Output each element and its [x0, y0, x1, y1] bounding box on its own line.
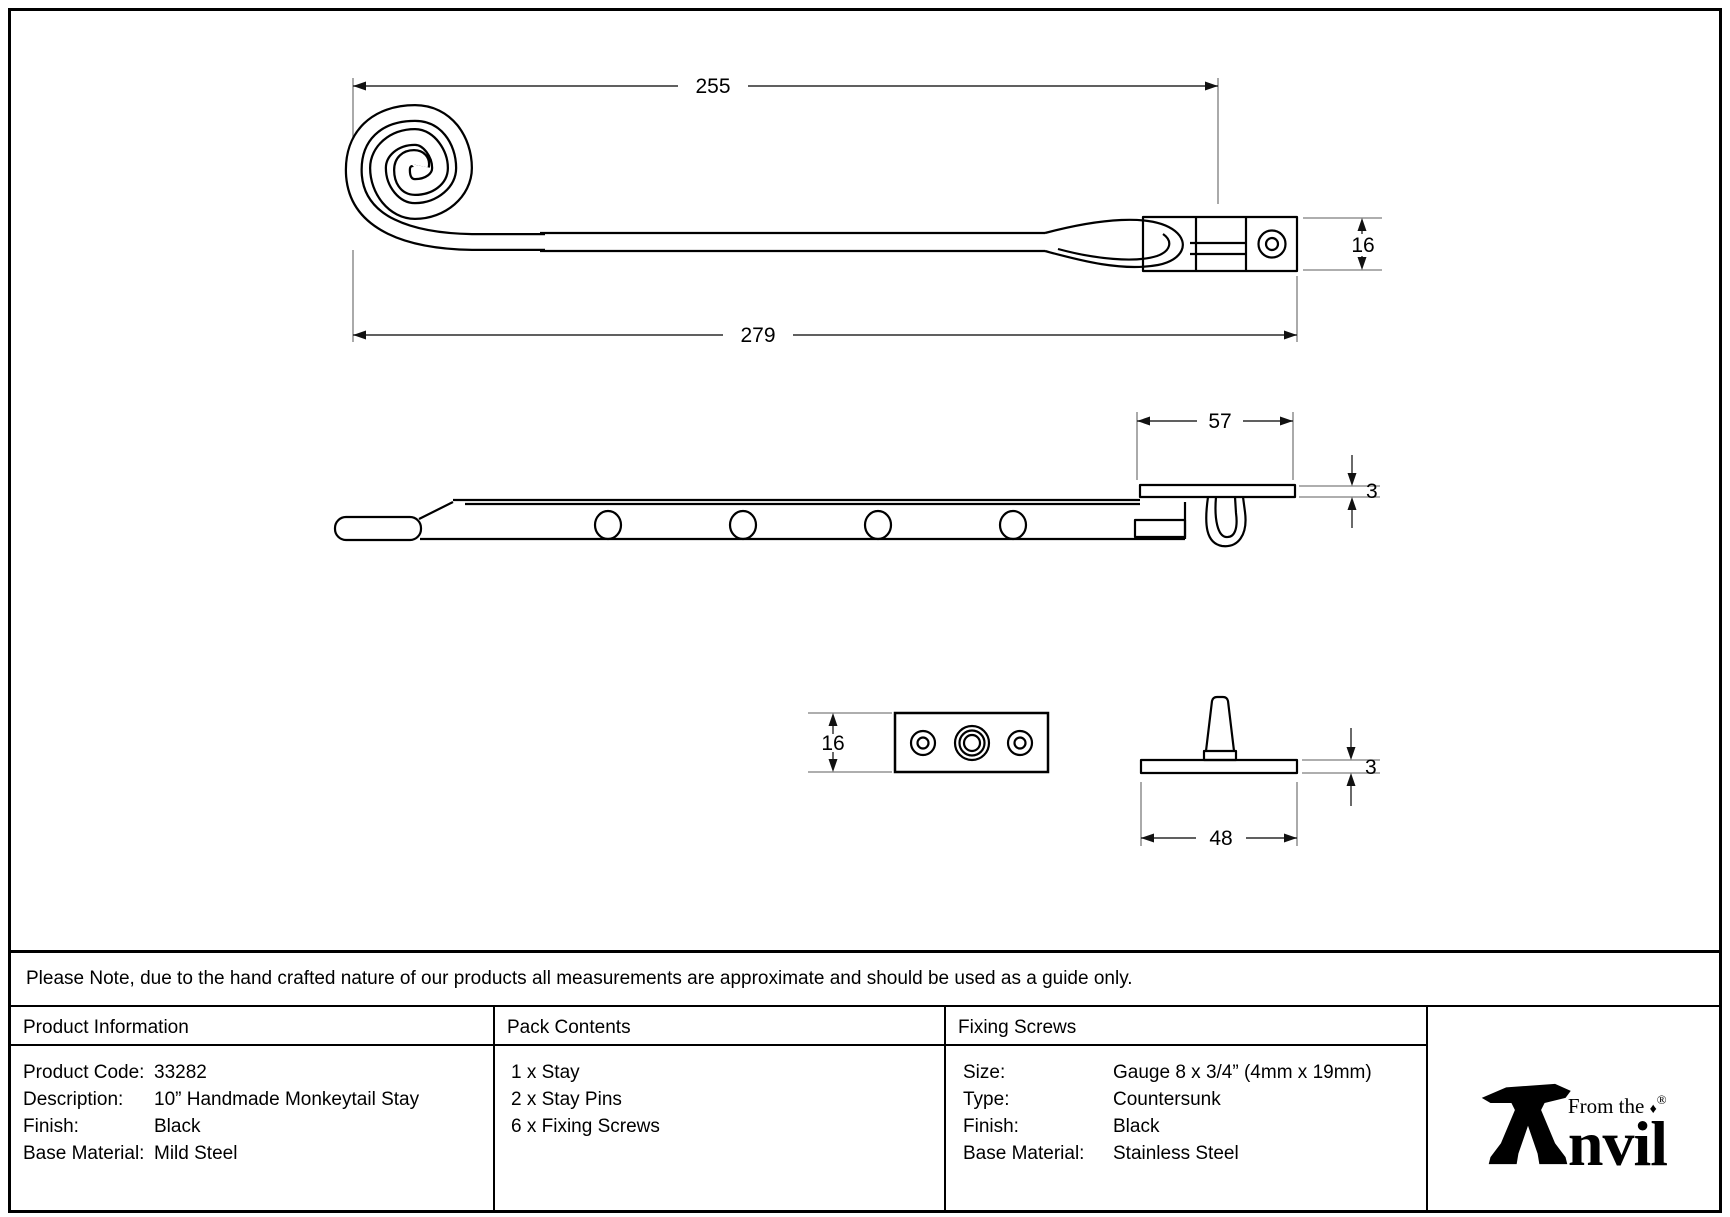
- measurement-note: Please Note, due to the hand crafted nat…: [11, 950, 1719, 1005]
- stay-eye-end: [1044, 218, 1184, 269]
- pack-item: 2 x Stay Pins: [511, 1089, 622, 1110]
- logo-from-the: From the: [1567, 1094, 1645, 1119]
- from-the-anvil-logo: From the ♦® nvil: [1480, 1079, 1668, 1180]
- row-value: Countersunk: [1113, 1089, 1221, 1110]
- pivot-block: [1141, 215, 1299, 273]
- table-row: Finish: Black: [963, 1113, 1426, 1140]
- row-value: 10” Handmade Monkeytail Stay: [154, 1089, 420, 1110]
- logo-anvil-word: nvil: [1567, 1108, 1668, 1180]
- stay-arm-topview: [540, 231, 1045, 253]
- row-label: Type:: [963, 1089, 1010, 1110]
- spec-table: Product Information Product Code: 33282 …: [11, 1005, 1719, 1210]
- brand-logo-cell: From the ♦® nvil: [1428, 1007, 1719, 1210]
- anvil-icon: [1481, 1083, 1571, 1165]
- stay-hole: [728, 509, 758, 541]
- row-label: Description:: [23, 1089, 124, 1110]
- logo-text: From the ♦® nvil: [1567, 1092, 1668, 1180]
- dim-255-label: 255: [695, 75, 730, 98]
- top-view-drawing: 255: [344, 75, 1382, 347]
- dim-48-label: 48: [1209, 827, 1232, 850]
- row-label: Finish:: [23, 1116, 79, 1137]
- row-value: Black: [1113, 1116, 1160, 1137]
- pack-contents-column: Pack Contents 1 x Stay 2 x Stay Pins 6 x…: [495, 1007, 946, 1210]
- table-row: Product Code: 33282: [23, 1059, 493, 1086]
- pack-contents-header: Pack Contents: [495, 1007, 944, 1046]
- table-row: Description: 10” Handmade Monkeytail Sta…: [23, 1086, 493, 1113]
- pack-item: 1 x Stay: [511, 1062, 580, 1083]
- hook-catch: [1205, 496, 1247, 548]
- row-value: 33282: [154, 1062, 207, 1083]
- dim-279-label: 279: [740, 324, 775, 347]
- pin-cone: [1204, 695, 1236, 752]
- table-row: Type: Countersunk: [963, 1086, 1426, 1113]
- stay-hole: [593, 509, 623, 541]
- table-row: Size: Gauge 8 x 3/4” (4mm x 19mm): [963, 1059, 1426, 1086]
- dim-16-plate-label: 16: [821, 732, 844, 755]
- row-value: Stainless Steel: [1113, 1143, 1239, 1164]
- sheet-border: [8, 8, 1722, 1213]
- row-label: Finish:: [963, 1116, 1019, 1137]
- screw-hole: [1257, 229, 1287, 259]
- product-information-header: Product Information: [11, 1007, 493, 1046]
- dim-57-label: 57: [1208, 410, 1231, 433]
- side-view-drawing: 57 3: [333, 410, 1380, 548]
- fixing-screws-header: Fixing Screws: [946, 1007, 1426, 1046]
- stay-hole: [863, 509, 893, 541]
- row-label: Base Material:: [23, 1143, 145, 1164]
- dim-16-end-label: 16: [1351, 234, 1374, 257]
- fixing-screws-column: Fixing Screws Size: Gauge 8 x 3/4” (4mm …: [946, 1007, 1428, 1210]
- row-value: Mild Steel: [154, 1143, 238, 1164]
- row-value: Gauge 8 x 3/4” (4mm x 19mm): [1113, 1062, 1372, 1083]
- stay-pin-drawing: 3 48: [1139, 695, 1380, 850]
- row-value: Black: [154, 1116, 201, 1137]
- dim-3-plate-label: 3: [1366, 480, 1378, 503]
- diamond-icon: ♦: [1649, 1102, 1657, 1118]
- row-label: Product Code:: [23, 1062, 145, 1083]
- pack-item: 6 x Fixing Screws: [511, 1116, 660, 1137]
- stay-hole: [998, 509, 1028, 541]
- keep-plate-sideview: [1138, 483, 1297, 499]
- keep-plate-drawing: 16: [808, 711, 1050, 774]
- row-label: Size:: [963, 1062, 1006, 1083]
- row-label: Base Material:: [963, 1143, 1085, 1164]
- registered-mark: ®: [1656, 1092, 1667, 1108]
- table-row: Base Material: Stainless Steel: [963, 1140, 1426, 1167]
- product-information-column: Product Information Product Code: 33282 …: [11, 1007, 495, 1210]
- monkeytail-spiral: [344, 104, 545, 251]
- handle-tip: [333, 515, 423, 542]
- dim-3-pin-label: 3: [1365, 756, 1377, 779]
- table-row: Base Material: Mild Steel: [23, 1140, 493, 1167]
- table-row: Finish: Black: [23, 1113, 493, 1140]
